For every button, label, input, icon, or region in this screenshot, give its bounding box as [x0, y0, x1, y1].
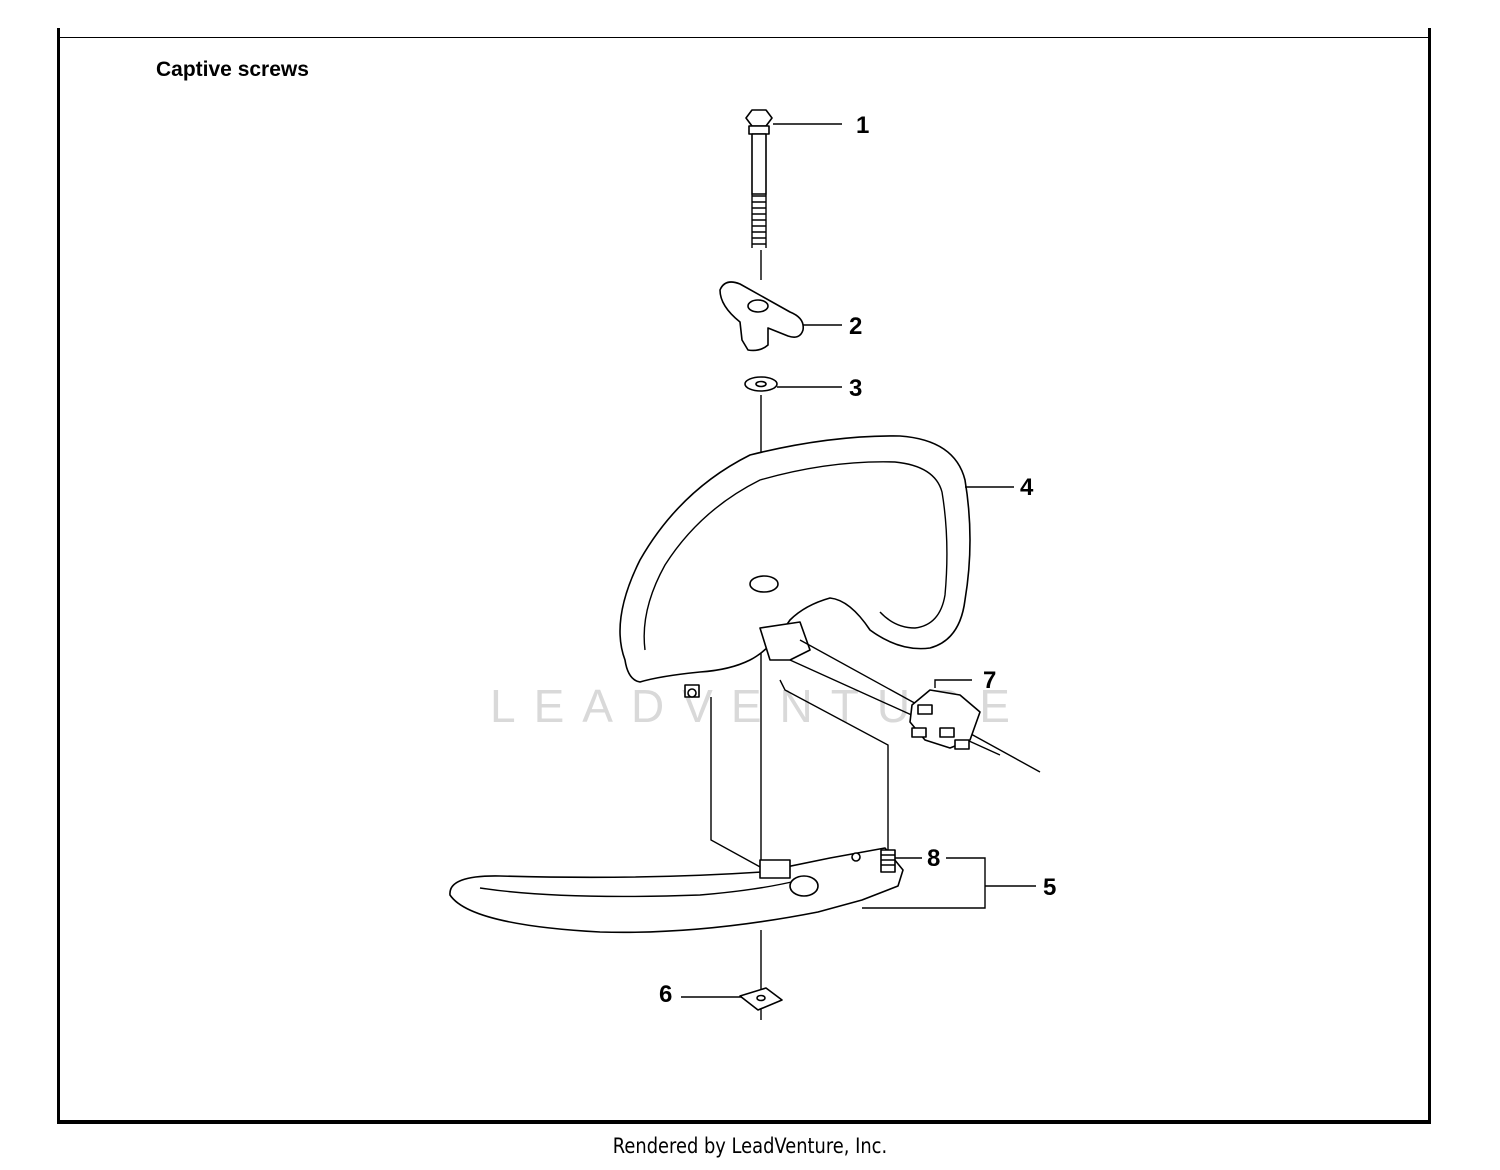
- square-nut-part: [739, 987, 783, 1011]
- callout-6: 6: [659, 981, 672, 1008]
- lower-bracket-part: [449, 847, 904, 934]
- leader-line-7: [934, 679, 972, 688]
- bolt-part: [745, 109, 773, 248]
- loop-handle-part: [619, 435, 971, 698]
- frame-top-rule: [60, 37, 1428, 38]
- diagram-frame: [57, 28, 1431, 1124]
- callout-8: 8: [927, 845, 940, 872]
- callout-5: 5: [1043, 874, 1056, 901]
- washer-part: [744, 376, 778, 392]
- guide-line-right: [779, 679, 889, 856]
- callout-4: 4: [1020, 474, 1034, 501]
- footer-credit: Rendered by LeadVenture, Inc.: [612, 1134, 888, 1158]
- callout-1: 1: [856, 112, 869, 139]
- diagram-title: Captive screws: [156, 58, 309, 81]
- callout-7: 7: [983, 667, 996, 694]
- callout-3: 3: [849, 375, 862, 402]
- clip-part: [909, 689, 981, 750]
- guide-line-left: [710, 697, 763, 869]
- callout-2: 2: [849, 313, 862, 340]
- leader-line-8-bracket: [862, 857, 986, 909]
- parts-diagram: LEADVENTURE: [449, 109, 1056, 1020]
- wing-knob-part: [719, 281, 805, 352]
